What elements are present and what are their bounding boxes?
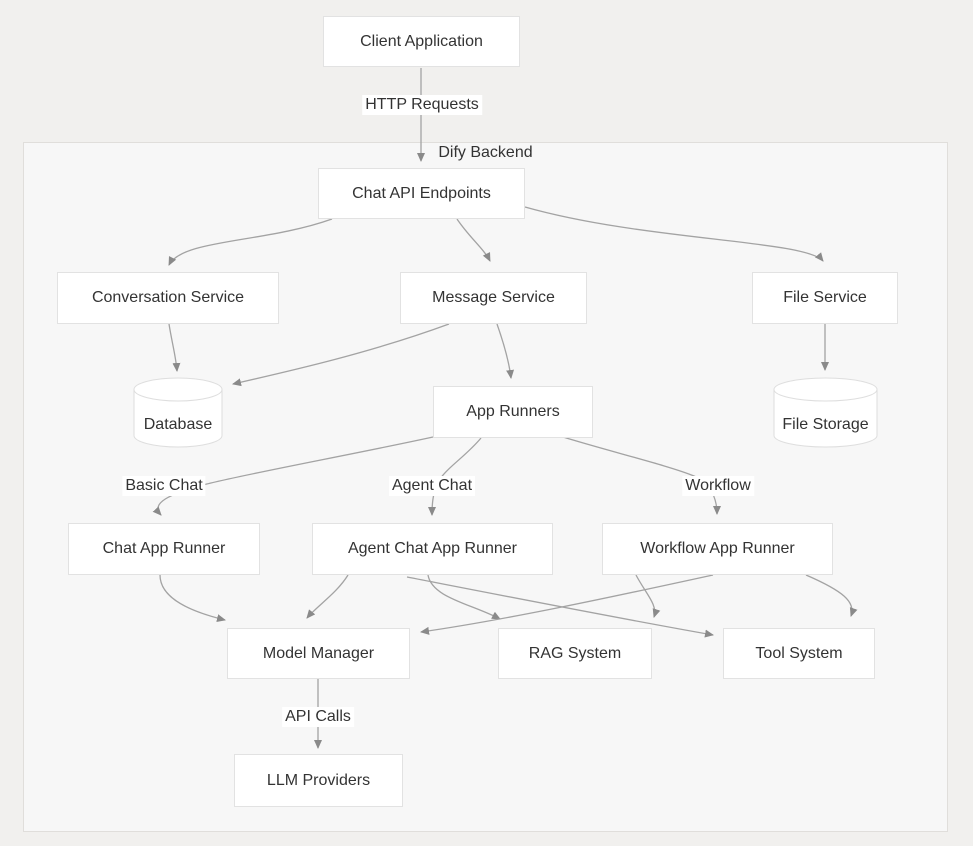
edge-label-http-requests: HTTP Requests	[362, 95, 482, 115]
node-workflow-app-runner: Workflow App Runner	[602, 523, 833, 575]
edge-message-to-app-runners	[496, 323, 515, 379]
edge-agent-runner-to-tool	[406, 576, 714, 638]
node-chat-app-runner: Chat App Runner	[68, 523, 260, 575]
node-label: Message Service	[432, 289, 555, 306]
node-chat-api-endpoints: Chat API Endpoints	[318, 168, 525, 219]
node-label: LLM Providers	[266, 771, 371, 789]
edge-label-api-calls: API Calls	[282, 707, 354, 727]
node-label: RAG System	[528, 644, 622, 662]
node-label: File Storage	[782, 416, 869, 433]
edge-agent-runner-to-rag	[427, 574, 501, 620]
edge-chat-runner-to-model-manager	[159, 574, 226, 623]
edge-api-to-conversation	[168, 218, 333, 266]
file-storage-cylinder-icon	[773, 377, 878, 448]
node-file-service: File Service	[752, 272, 898, 324]
node-rag-system: RAG System	[498, 628, 652, 679]
edge-api-to-message	[456, 218, 491, 262]
node-label: Chat App Runner	[102, 540, 226, 557]
node-conversation-service: Conversation Service	[57, 272, 279, 324]
node-app-runners: App Runners	[433, 386, 593, 438]
node-label: Model Manager	[262, 644, 375, 662]
node-label: Tool System	[755, 644, 843, 662]
node-label: Database	[143, 416, 213, 433]
node-model-manager: Model Manager	[227, 628, 410, 679]
edge-label-basic-chat: Basic Chat	[122, 476, 206, 496]
node-label: Conversation Service	[91, 289, 245, 306]
node-label: App Runners	[466, 403, 560, 420]
edge-workflow-runner-to-tool	[805, 574, 858, 617]
node-label: Agent Chat App Runner	[347, 540, 517, 557]
node-tool-system: Tool System	[723, 628, 875, 679]
edge-app-runners-to-chat-runner	[152, 436, 434, 516]
node-message-service: Message Service	[400, 272, 587, 324]
database-cylinder-icon	[133, 377, 223, 448]
edge-workflow-runner-to-model-manager	[420, 574, 714, 635]
edge-workflow-runner-to-rag	[635, 574, 661, 618]
node-label: File Service	[783, 289, 867, 306]
edge-conversation-to-database	[168, 323, 181, 372]
edge-agent-runner-to-model-manager	[306, 574, 349, 619]
node-client-application: Client Application	[323, 16, 520, 67]
node-label: Client Application	[360, 32, 483, 50]
edge-api-to-file-service	[524, 206, 824, 262]
edge-app-runners-to-workflow-runner	[562, 436, 721, 515]
node-label: Chat API Endpoints	[352, 184, 491, 202]
edge-label-workflow: Workflow	[682, 476, 754, 496]
edge-message-to-database	[232, 323, 450, 387]
node-database: Database	[133, 377, 223, 448]
node-file-storage: File Storage	[773, 377, 878, 448]
edge-label-agent-chat: Agent Chat	[388, 476, 476, 496]
node-label: Workflow App Runner	[640, 540, 795, 557]
node-agent-chat-app-runner: Agent Chat App Runner	[312, 523, 553, 575]
node-llm-providers: LLM Providers	[234, 754, 403, 807]
